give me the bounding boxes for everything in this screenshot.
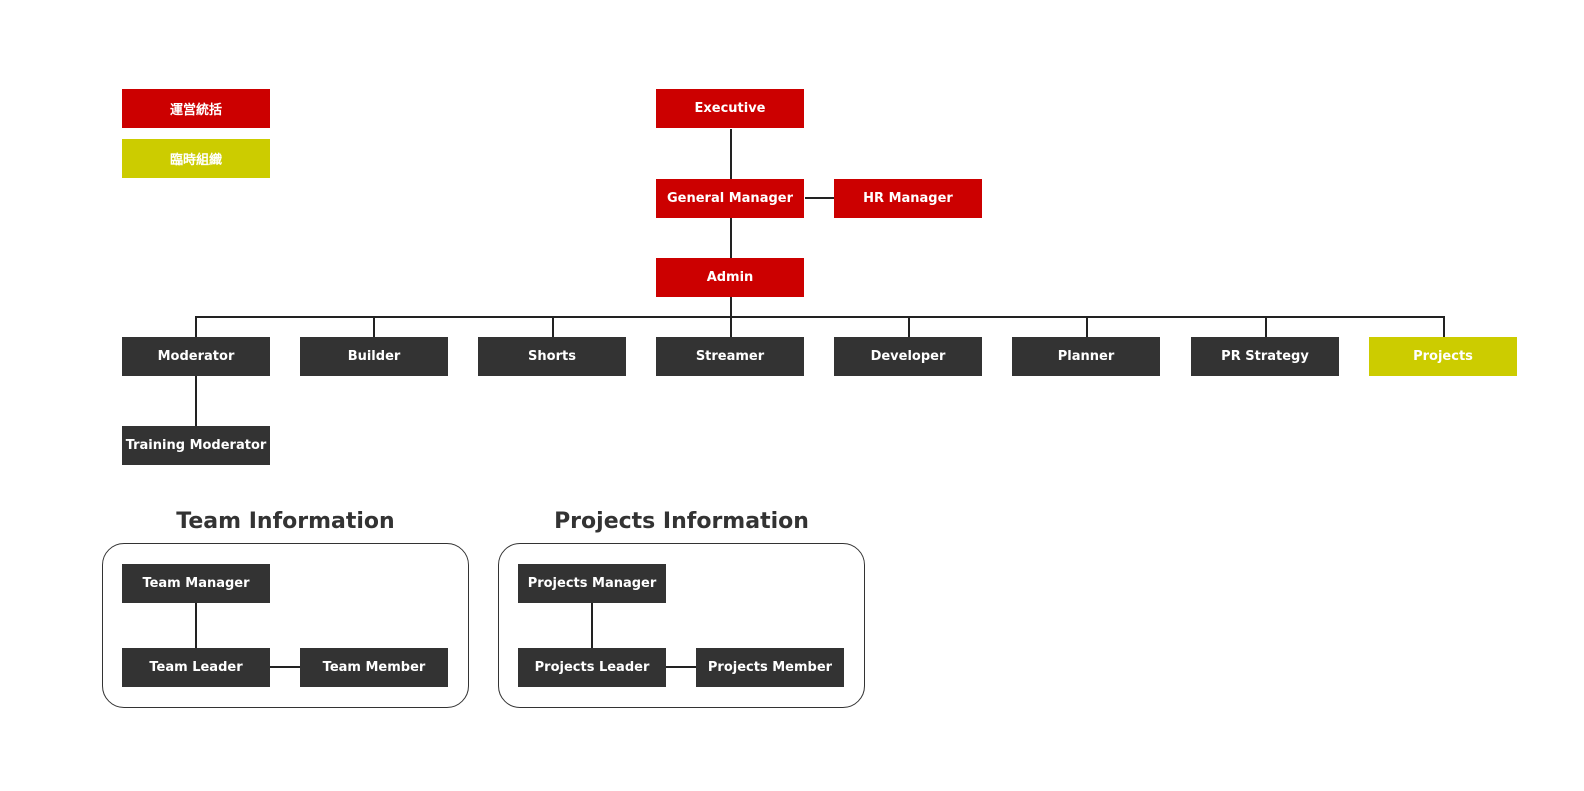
projects-info-panel: [498, 543, 865, 708]
node-hr-manager: HR Manager: [834, 179, 982, 218]
connector-gm-admin: [730, 218, 732, 258]
connector-gm-hr: [805, 197, 835, 199]
node-admin: Admin: [656, 258, 804, 297]
node-projects-leader: Projects Leader: [518, 648, 666, 687]
node-projects: Projects: [1369, 337, 1517, 376]
connector-bus-developer: [908, 316, 910, 337]
connector-bus-projects: [1443, 316, 1445, 337]
node-builder: Builder: [300, 337, 448, 376]
connector-moderator-training: [195, 376, 197, 426]
node-team-member: Team Member: [300, 648, 448, 687]
connector-bus-streamer: [730, 316, 732, 337]
connector-bus-moderator: [195, 316, 197, 337]
connector-admin-bus: [730, 297, 732, 318]
node-team-leader: Team Leader: [122, 648, 270, 687]
legend-management: 運営統括: [122, 89, 270, 128]
projects-info-title: Projects Information: [554, 509, 809, 534]
connector-projects-leader-member: [666, 666, 696, 668]
node-projects-manager: Projects Manager: [518, 564, 666, 603]
connector-bus-shorts: [552, 316, 554, 337]
node-projects-member: Projects Member: [696, 648, 844, 687]
connector-bus-planner: [1086, 316, 1088, 337]
node-moderator: Moderator: [122, 337, 270, 376]
connector-department-bus: [195, 316, 1445, 318]
node-shorts: Shorts: [478, 337, 626, 376]
connector-bus-builder: [373, 316, 375, 337]
connector-bus-pr-strategy: [1265, 316, 1267, 337]
team-info-title: Team Information: [176, 509, 395, 534]
node-executive: Executive: [656, 89, 804, 128]
legend-temporary: 臨時組織: [122, 139, 270, 178]
node-developer: Developer: [834, 337, 982, 376]
connector-team-manager-leader: [195, 603, 197, 648]
node-training-moderator: Training Moderator: [122, 426, 270, 465]
node-general-manager: General Manager: [656, 179, 804, 218]
node-streamer: Streamer: [656, 337, 804, 376]
node-planner: Planner: [1012, 337, 1160, 376]
connector-projects-manager-leader: [591, 603, 593, 648]
node-team-manager: Team Manager: [122, 564, 270, 603]
team-info-panel: [102, 543, 469, 708]
connector-executive-gm: [730, 129, 732, 179]
connector-team-leader-member: [270, 666, 300, 668]
node-pr-strategy: PR Strategy: [1191, 337, 1339, 376]
